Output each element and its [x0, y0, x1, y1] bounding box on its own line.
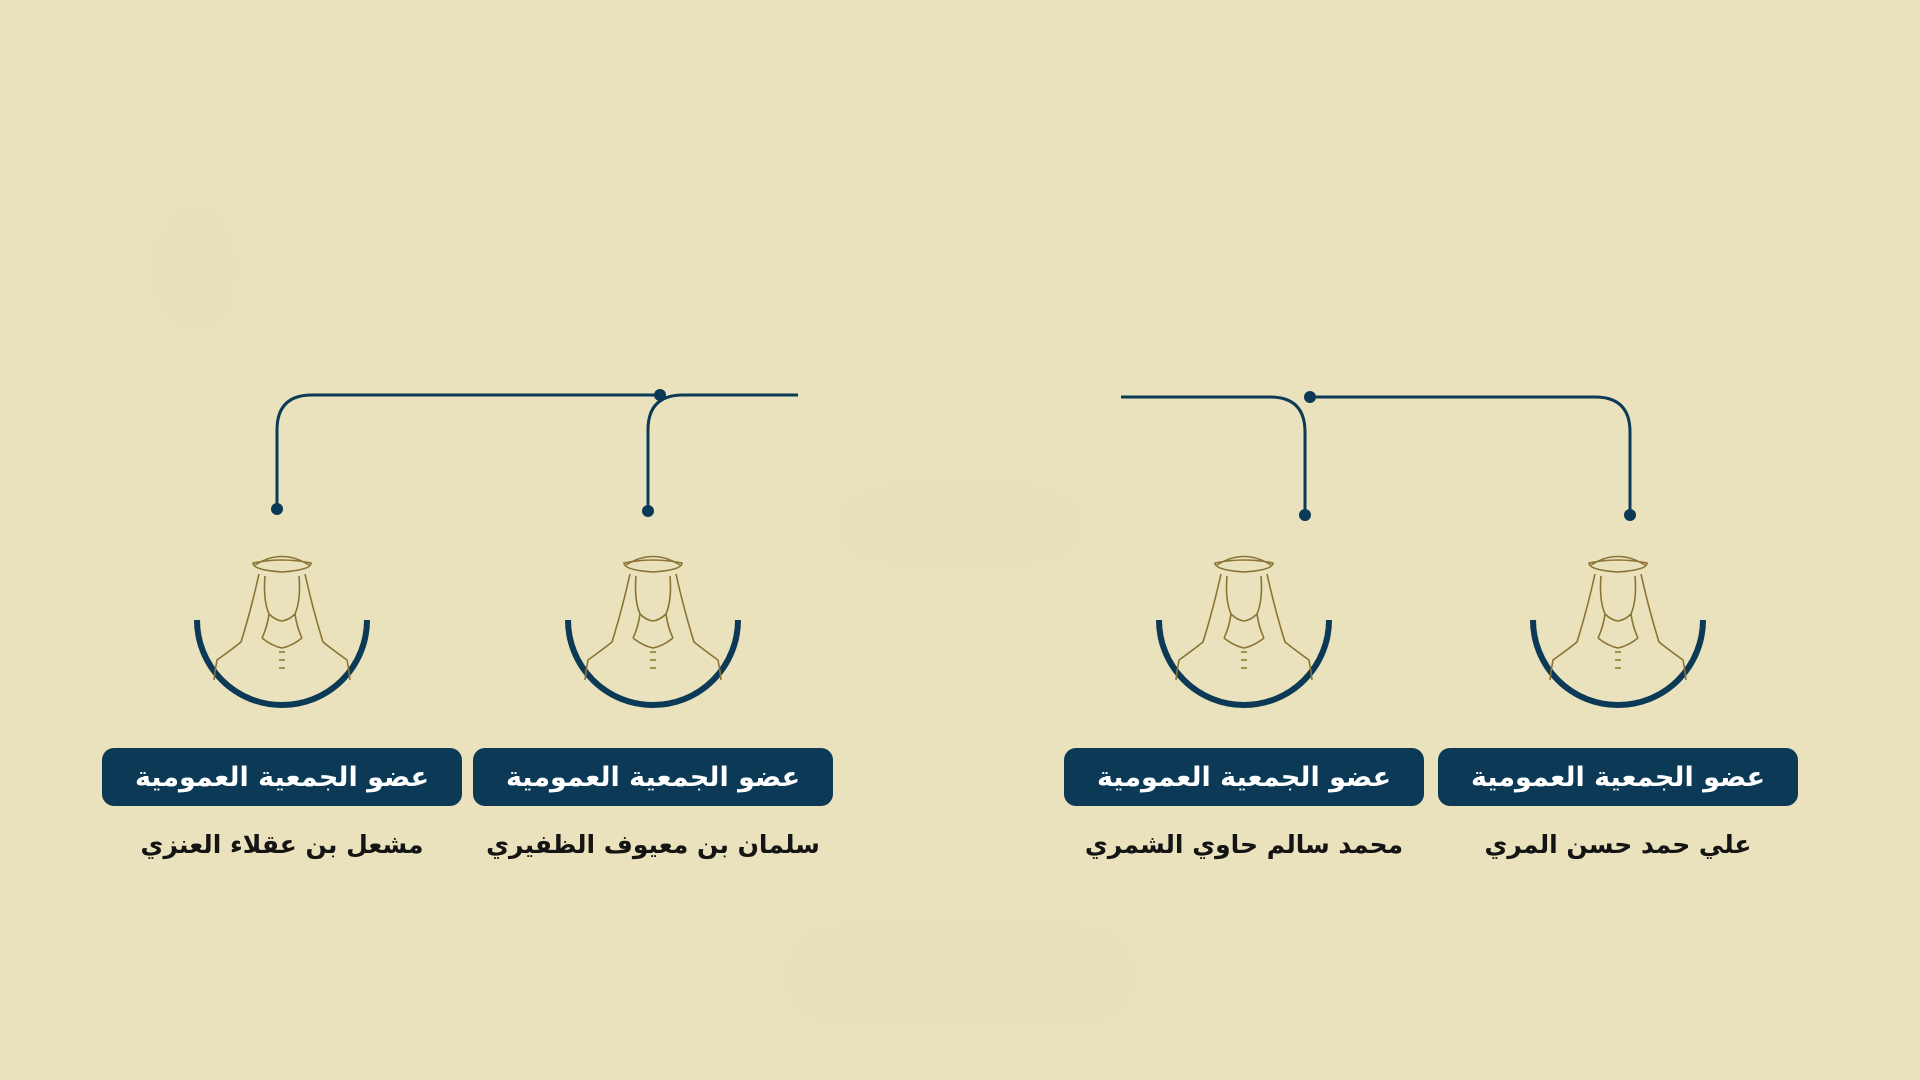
connector-dot — [271, 503, 283, 515]
faded-shape — [830, 480, 1090, 570]
connector-line-right-inner — [1121, 395, 1307, 515]
member-name: مشعل بن عقلاء العنزي — [140, 830, 424, 859]
connector-line-left-outer — [275, 393, 660, 509]
person-ghutra-icon — [565, 555, 741, 708]
member-card: عضو الجمعية العمومية مشعل بن عقلاء العنز… — [102, 530, 462, 870]
connector-dot — [642, 505, 654, 517]
faded-shape — [780, 920, 1140, 1030]
role-badge: عضو الجمعية العمومية — [102, 748, 462, 806]
connector-dot — [1304, 391, 1316, 403]
person-ghutra-icon — [194, 555, 370, 708]
member-name: سلمان بن معيوف الظفيري — [486, 830, 820, 859]
connector-dot — [654, 389, 666, 401]
role-badge: عضو الجمعية العمومية — [1438, 748, 1798, 806]
connector-dot — [1624, 509, 1636, 521]
member-name: علي حمد حسن المري — [1484, 830, 1752, 859]
member-card: عضو الجمعية العمومية محمد سالم حاوي الشم… — [1064, 530, 1424, 870]
connector-line-left-inner — [646, 393, 798, 509]
role-badge: عضو الجمعية العمومية — [1064, 748, 1424, 806]
faded-shape — [150, 200, 240, 340]
person-ghutra-icon — [1156, 555, 1332, 708]
member-card: عضو الجمعية العمومية سلمان بن معيوف الظف… — [473, 530, 833, 870]
person-ghutra-icon — [1530, 555, 1706, 708]
member-name: محمد سالم حاوي الشمري — [1084, 830, 1404, 859]
member-card: عضو الجمعية العمومية علي حمد حسن المري — [1438, 530, 1798, 870]
connector-dot — [1299, 509, 1311, 521]
role-badge: عضو الجمعية العمومية — [473, 748, 833, 806]
connector-line-right-outer — [1310, 395, 1632, 515]
